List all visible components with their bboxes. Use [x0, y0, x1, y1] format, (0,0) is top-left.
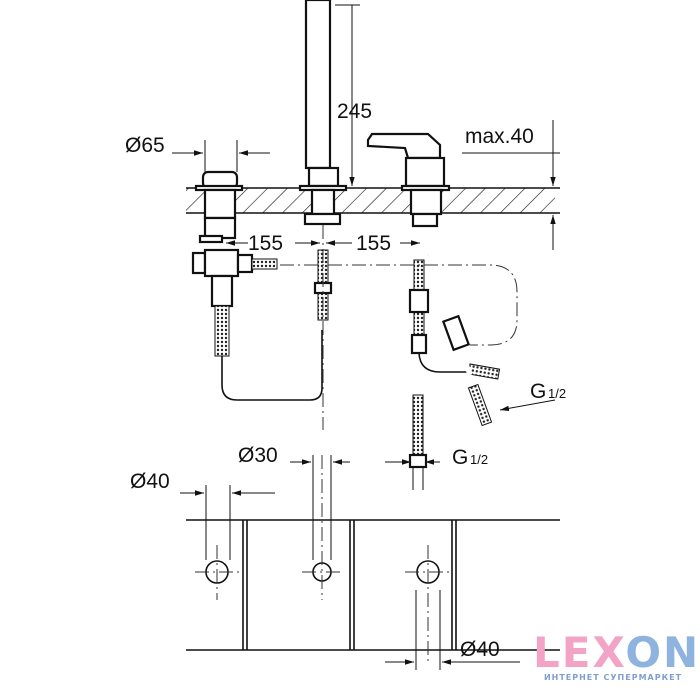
logo-tagline: ИНТЕРНЕТ СУПЕРМАРКЕТ: [543, 673, 683, 682]
dim-d65: Ø65: [125, 134, 165, 157]
cutout-template: [180, 455, 560, 670]
dim-g-upper: G: [530, 380, 546, 403]
center-line: [280, 264, 518, 346]
dim-d40-bottom: Ø40: [460, 638, 500, 661]
dim-d40-top: Ø40: [130, 470, 170, 493]
hand-shower: [298, 0, 348, 430]
lexon-logo: LEXON ИНТЕРНЕТ СУПЕРМАРКЕТ: [533, 632, 698, 683]
logo-word-blue: ON: [625, 628, 700, 677]
dim-245: 245: [337, 100, 372, 123]
dim-d30: Ø30: [238, 444, 278, 467]
mixer: [366, 132, 501, 490]
dim-g-lower: G: [452, 446, 468, 469]
dim-max40: max.40: [465, 125, 534, 148]
logo-word-pink: LEX: [533, 628, 626, 677]
dimension-lines: [172, 4, 560, 465]
diverter-button: [191, 170, 323, 401]
dim-g-upper-fraction: 1/2: [548, 386, 566, 401]
dim-spacing-right: 155: [356, 232, 391, 255]
dim-g-lower-fraction: 1/2: [470, 452, 488, 467]
dim-spacing-left: 155: [248, 232, 283, 255]
deck-section: [186, 187, 560, 214]
